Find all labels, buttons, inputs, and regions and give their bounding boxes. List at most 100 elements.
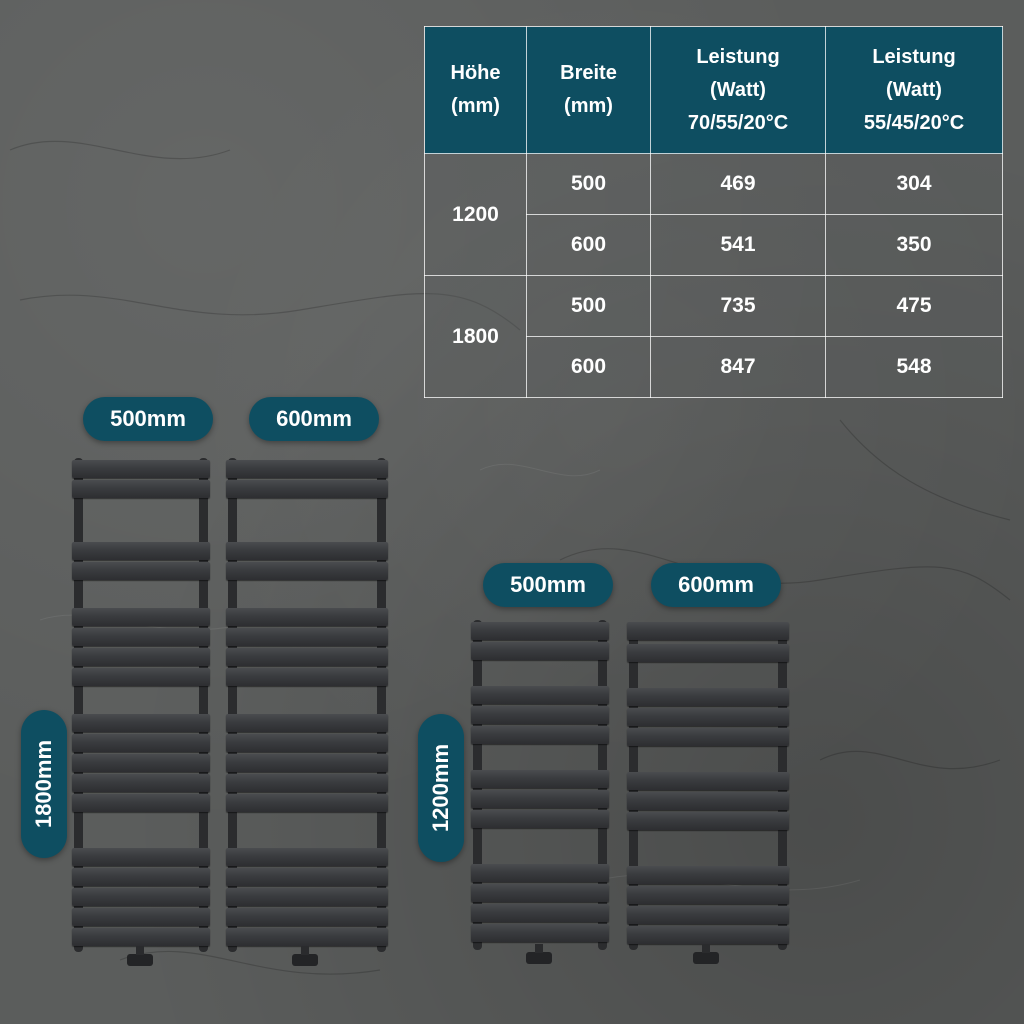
radiator-bar xyxy=(471,686,609,704)
radiator-bar xyxy=(627,644,789,662)
radiator-bar xyxy=(72,460,210,478)
radiator-bar xyxy=(471,706,609,724)
radiator-valve xyxy=(526,944,552,964)
radiator-bar xyxy=(226,608,388,626)
radiator-bar xyxy=(627,728,789,746)
header-leistung-70: Leistung(Watt)70/55/20°C xyxy=(650,26,826,154)
header-leistung-55: Leistung(Watt)55/45/20°C xyxy=(825,26,1003,154)
radiator-bar xyxy=(471,810,609,828)
radiator-bar xyxy=(627,772,789,790)
radiator-bar xyxy=(72,668,210,686)
cell-breite: 600 xyxy=(526,214,651,276)
radiator-bar xyxy=(226,848,388,866)
radiator-bar xyxy=(226,868,388,886)
radiator-1800x500 xyxy=(72,458,210,966)
cell-watt-70: 847 xyxy=(650,336,826,398)
radiator-bar xyxy=(72,908,210,926)
radiator-bar xyxy=(226,460,388,478)
radiator-bar xyxy=(72,608,210,626)
table-row: 600 541 350 xyxy=(425,214,1003,276)
radiator-bar xyxy=(627,866,789,884)
radiator-bar xyxy=(627,926,789,944)
radiator-bar xyxy=(226,754,388,772)
radiator-rail xyxy=(199,458,208,952)
radiator-bar xyxy=(226,734,388,752)
width-badge-short-500: 500mm xyxy=(483,563,613,607)
radiator-valve xyxy=(292,946,318,966)
radiator-rail xyxy=(228,458,237,952)
cell-breite: 500 xyxy=(526,275,651,337)
radiator-bar xyxy=(471,924,609,942)
radiator-bar xyxy=(226,888,388,906)
cell-watt-55: 548 xyxy=(825,336,1003,398)
radiator-bar xyxy=(226,480,388,498)
height-badge-1800: 1800mm xyxy=(21,710,67,858)
radiator-1200x500 xyxy=(471,620,609,964)
table-row: 1800 500 735 475 xyxy=(424,275,1003,398)
radiator-bar xyxy=(226,774,388,792)
cell-watt-70: 735 xyxy=(650,275,826,337)
cell-breite: 600 xyxy=(526,336,651,398)
radiator-bar xyxy=(72,480,210,498)
radiator-bar xyxy=(471,726,609,744)
radiator-bar xyxy=(72,734,210,752)
cell-watt-55: 475 xyxy=(825,275,1003,337)
cell-breite: 500 xyxy=(526,153,651,215)
cell-watt-55: 350 xyxy=(825,214,1003,276)
table-header-row: Höhe(mm) Breite(mm) Leistung(Watt)70/55/… xyxy=(424,26,1003,154)
height-badge-1200: 1200mm xyxy=(418,714,464,862)
radiator-bar xyxy=(627,886,789,904)
width-badge-tall-600: 600mm xyxy=(249,397,379,441)
radiator-1800x600 xyxy=(226,458,388,966)
radiator-bar xyxy=(471,790,609,808)
radiator-bar xyxy=(471,864,609,882)
width-badge-tall-500: 500mm xyxy=(83,397,213,441)
radiator-bar xyxy=(72,714,210,732)
radiator-bar xyxy=(627,812,789,830)
radiator-rail xyxy=(74,458,83,952)
radiator-bar xyxy=(226,928,388,946)
cell-watt-55: 304 xyxy=(825,153,1003,215)
radiator-valve xyxy=(693,944,719,964)
radiator-bar xyxy=(226,542,388,560)
radiator-bar xyxy=(72,774,210,792)
radiator-bar xyxy=(471,770,609,788)
radiator-bar xyxy=(72,888,210,906)
cell-hoehe: 1200 xyxy=(424,153,527,276)
radiator-bar xyxy=(471,622,609,640)
radiator-rail xyxy=(377,458,386,952)
radiator-valve xyxy=(127,946,153,966)
header-hoehe: Höhe(mm) xyxy=(424,26,527,154)
radiator-bar xyxy=(72,794,210,812)
radiator-bar xyxy=(627,708,789,726)
radiator-bar xyxy=(627,622,789,640)
radiator-bar xyxy=(226,794,388,812)
radiator-bar xyxy=(72,868,210,886)
table-row: 600 847 548 xyxy=(425,336,1003,398)
radiator-bar xyxy=(627,688,789,706)
width-badge-short-600: 600mm xyxy=(651,563,781,607)
radiator-bar xyxy=(627,906,789,924)
radiator-bar xyxy=(226,562,388,580)
radiator-bar xyxy=(72,848,210,866)
radiator-bar xyxy=(72,928,210,946)
radiator-bar xyxy=(226,668,388,686)
radiator-bar xyxy=(226,908,388,926)
radiator-bar xyxy=(226,628,388,646)
cell-watt-70: 541 xyxy=(650,214,826,276)
radiator-bar xyxy=(627,792,789,810)
radiator-bar xyxy=(72,562,210,580)
radiator-bar xyxy=(72,648,210,666)
radiator-bar xyxy=(226,714,388,732)
table-row: 1200 500 469 304 xyxy=(424,153,1003,276)
power-spec-table: Höhe(mm) Breite(mm) Leistung(Watt)70/55/… xyxy=(424,26,1003,398)
radiator-bar xyxy=(471,884,609,902)
radiator-1200x600 xyxy=(627,622,789,964)
cell-watt-70: 469 xyxy=(650,153,826,215)
radiator-bar xyxy=(72,628,210,646)
radiator-bar xyxy=(72,754,210,772)
radiator-bar xyxy=(471,904,609,922)
radiator-bar xyxy=(226,648,388,666)
radiator-bar xyxy=(471,642,609,660)
cell-hoehe: 1800 xyxy=(424,275,527,398)
